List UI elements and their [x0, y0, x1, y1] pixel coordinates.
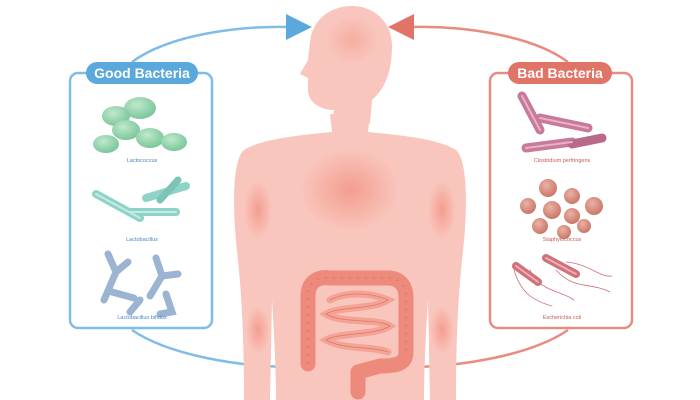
clostridium-illustration: [517, 91, 607, 153]
human-body: [234, 6, 466, 400]
staphylococcus-illustration: [520, 179, 603, 239]
connector-top-left: [131, 25, 289, 64]
left-forearm-glow: [246, 306, 270, 354]
clostridium-label: Clostridium perfringens: [533, 158, 591, 164]
bad-bacteria-title: Bad Bacteria: [508, 62, 612, 84]
large-intestine: [300, 270, 414, 400]
ecoli-label: Escherichia coli: [542, 315, 582, 321]
head-glow: [326, 16, 378, 64]
lactococcus-label: Lactococcus: [126, 158, 158, 164]
left-arm-glow: [244, 180, 272, 240]
bifidus-illustration: [100, 250, 182, 318]
small-intestine-outline: [325, 293, 391, 353]
chest-glow: [300, 148, 400, 232]
lactococcus-illustration: [93, 97, 187, 153]
connector-top-right: [411, 25, 569, 64]
right-arm-glow: [428, 180, 456, 240]
bad-bacteria-panel: [488, 71, 634, 330]
large-intestine-haustra: [307, 277, 407, 364]
arrow-top-right: [388, 14, 414, 40]
staphylococcus-label: Staphylococcus: [542, 237, 582, 243]
ecoli-illustration: [512, 254, 613, 307]
right-forearm-glow: [430, 306, 454, 354]
lactobacillus-illustration: [92, 176, 190, 222]
bifidus-label: Lactobacillus bifidus: [117, 315, 167, 321]
arrow-top-left: [286, 14, 312, 40]
good-bacteria-title: Good Bacteria: [86, 62, 198, 84]
lactobacillus-label: Lactobacillus: [126, 237, 158, 243]
intestines: [300, 270, 414, 400]
